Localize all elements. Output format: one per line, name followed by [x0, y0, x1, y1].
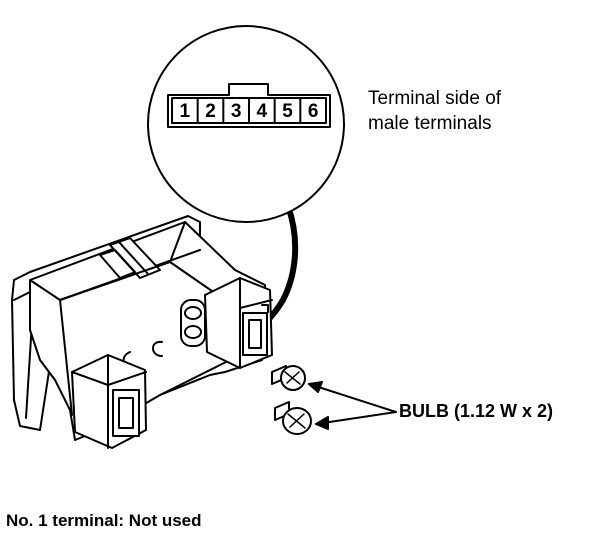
- connector-housing-upper: [204, 277, 273, 369]
- terminal-pin-1: 1: [180, 101, 191, 122]
- terminal-pin-5: 5: [282, 101, 293, 122]
- terminal-pin-2: 2: [205, 101, 216, 122]
- bulb-lower: [274, 401, 312, 435]
- connector-housing-lower: [71, 354, 147, 449]
- footnote: No. 1 terminal: Not used: [6, 511, 202, 530]
- terminal-pin-3: 3: [231, 101, 242, 122]
- terminal-pin-6: 6: [308, 101, 319, 122]
- terminal-pin-4: 4: [257, 101, 268, 122]
- callout-label-line2: male terminals: [368, 113, 492, 134]
- bulb-leader-arrows: [308, 381, 397, 430]
- bulb-label: BULB (1.12 W x 2): [399, 401, 554, 421]
- callout-label-line1: Terminal side of: [368, 88, 502, 109]
- callout-label: Terminal side of male terminals: [368, 86, 501, 136]
- bulb-upper: [271, 365, 306, 391]
